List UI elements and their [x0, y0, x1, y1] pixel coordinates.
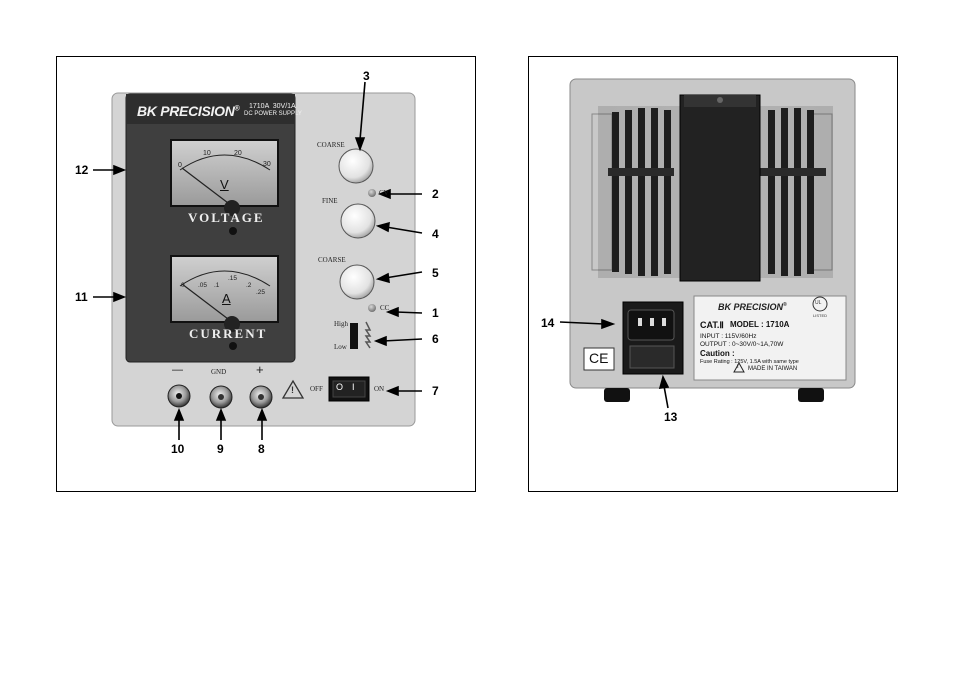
voltage-unit: V [220, 177, 229, 192]
coarse-current-label: COARSE [318, 256, 346, 264]
coarse-voltage-knob[interactable] [338, 148, 374, 184]
callout-9: 9 [217, 442, 224, 456]
rear-model-label: MODEL : 1710A [730, 320, 790, 329]
current-meter [170, 255, 279, 332]
fine-voltage-label: FINE [322, 197, 338, 205]
voltage-scale-10: 10 [203, 150, 211, 157]
cc-label: CC [380, 304, 390, 312]
rear-input-line: INPUT : 115V/60Hz [700, 333, 757, 340]
cv-label: CV [379, 189, 389, 197]
fuse-holder[interactable] [629, 345, 675, 369]
warning-mark: ! [291, 385, 294, 395]
callout-6: 6 [432, 332, 439, 346]
negative-terminal-label: — [172, 364, 183, 376]
cv-led [368, 189, 376, 197]
callout-14: 14 [541, 316, 555, 330]
current-unit: A [222, 291, 231, 306]
off-label: OFF [310, 385, 323, 393]
rear-brand-logo: BK PRECISION® [718, 302, 787, 312]
ce-mark-box [583, 347, 615, 371]
current-scale-1: .1 [214, 282, 220, 289]
fine-voltage-knob[interactable] [340, 203, 376, 239]
current-scale-2: .2 [246, 282, 252, 289]
callout-13: 13 [664, 410, 678, 424]
rear-output-line: OUTPUT : 0~30V/0~1A,70W [700, 341, 784, 348]
voltage-scale-0: 0 [178, 162, 182, 169]
low-label: Low [334, 343, 347, 351]
front-callout-arrows [93, 81, 423, 440]
switch-off-symbol: O [336, 382, 344, 392]
voltage-meter-screw [229, 227, 237, 235]
ul-mark-icon [812, 296, 828, 312]
high-label: High [334, 320, 348, 328]
warning-triangle-icon [281, 379, 305, 399]
voltage-meter [170, 139, 279, 216]
voltage-scale: 0 10 20 30 [178, 147, 273, 169]
gnd-label: GND [211, 368, 227, 376]
rear-made-in: MADE IN TAIWAN [748, 366, 798, 372]
rear-ul-listed: LISTED [813, 313, 828, 318]
voltage-label: VOLTAGE [188, 210, 265, 225]
coarse-voltage-label: COARSE [317, 141, 345, 149]
on-label: ON [374, 385, 385, 393]
cc-led [368, 304, 376, 312]
callout-4: 4 [432, 227, 439, 241]
current-meter-screw [229, 342, 237, 350]
voltage-scale-30: 30 [263, 161, 271, 168]
foot-right [798, 388, 824, 402]
transistor-cover [679, 94, 761, 282]
current-scale: 0 .05 .1 .15 .2 .25 [178, 262, 273, 298]
rear-warning-triangle-icon [733, 361, 745, 373]
rear-callout-arrows [559, 318, 670, 409]
callout-5: 5 [432, 266, 439, 280]
front-model-line2: DC POWER SUPPLY [244, 111, 302, 117]
rear-ce-mark: CE [589, 350, 609, 366]
callout-2: 2 [432, 187, 439, 201]
current-scale-05: .05 [198, 282, 208, 289]
rear-ul-mark: UL [815, 300, 822, 306]
callout-12: 12 [75, 163, 89, 177]
rear-fuse-line: Fuse Rating : 125V, 1.5A with same type [700, 359, 799, 365]
callout-11: 11 [75, 290, 88, 304]
callout-1: 1 [432, 306, 439, 320]
rear-warning-mark: ! [737, 364, 739, 370]
rating-label [693, 295, 847, 381]
range-arrow-icon [364, 321, 372, 349]
current-scale-15: .15 [228, 275, 238, 282]
current-label: CURRENT [189, 326, 268, 341]
voltage-scale-20: 20 [234, 150, 242, 157]
switch-on-symbol: I [352, 382, 355, 392]
callout-3: 3 [363, 69, 370, 83]
range-switch[interactable] [350, 323, 358, 349]
front-brand-logo: BK PRECISION® [137, 103, 240, 119]
positive-terminal-label: + [256, 362, 264, 377]
callout-10: 10 [171, 442, 185, 456]
rear-caution-title: Caution : [700, 349, 735, 358]
current-scale-25: .25 [256, 289, 266, 296]
front-model-line1: 1710A 30V/1A [249, 103, 296, 110]
current-scale-0: 0 [181, 282, 185, 289]
callout-8: 8 [258, 442, 265, 456]
callout-7: 7 [432, 384, 439, 398]
foot-left [604, 388, 630, 402]
rear-cat-label: CAT.Ⅱ [700, 320, 724, 330]
coarse-current-knob[interactable] [339, 264, 375, 300]
